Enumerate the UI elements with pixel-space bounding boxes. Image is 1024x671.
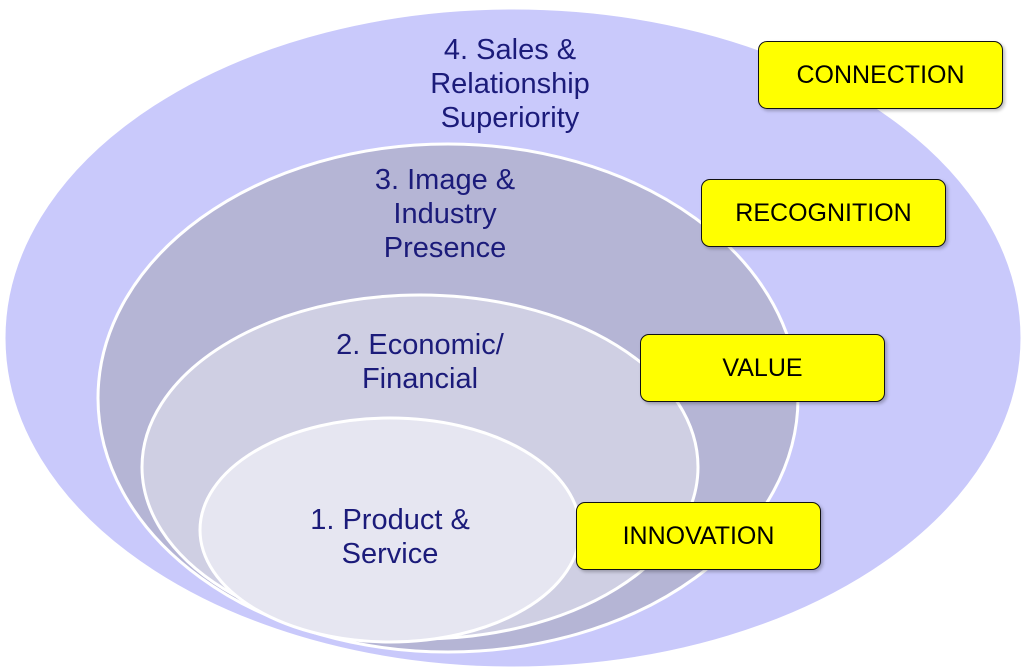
level-1-line-1: 1. Product & [310, 504, 470, 536]
tag-value: VALUE [640, 334, 885, 402]
level-2-label: 2. Economic/ Financial [300, 328, 540, 396]
level-3-line-1: 3. Image & [374, 164, 516, 196]
level-1-label: 1. Product & Service [280, 503, 500, 571]
level-4-line-1: 4. Sales & [443, 34, 577, 66]
level-3-line-3: Presence [383, 232, 507, 264]
level-3-label: 3. Image & Industry Presence [335, 163, 555, 265]
level-4-line-2: Relationship [430, 68, 590, 100]
tag-innovation: INNOVATION [576, 502, 821, 570]
level-4-line-3: Superiority [440, 102, 580, 134]
level-4-label: 4. Sales & Relationship Superiority [400, 33, 620, 135]
tag-connection: CONNECTION [758, 41, 1003, 109]
tag-recognition: RECOGNITION [701, 179, 946, 247]
level-2-line-2: Financial [361, 363, 479, 395]
level-1-line-2: Service [341, 538, 439, 570]
level-2-line-1: 2. Economic/ [336, 329, 504, 361]
level-3-line-2: Industry [393, 198, 497, 230]
